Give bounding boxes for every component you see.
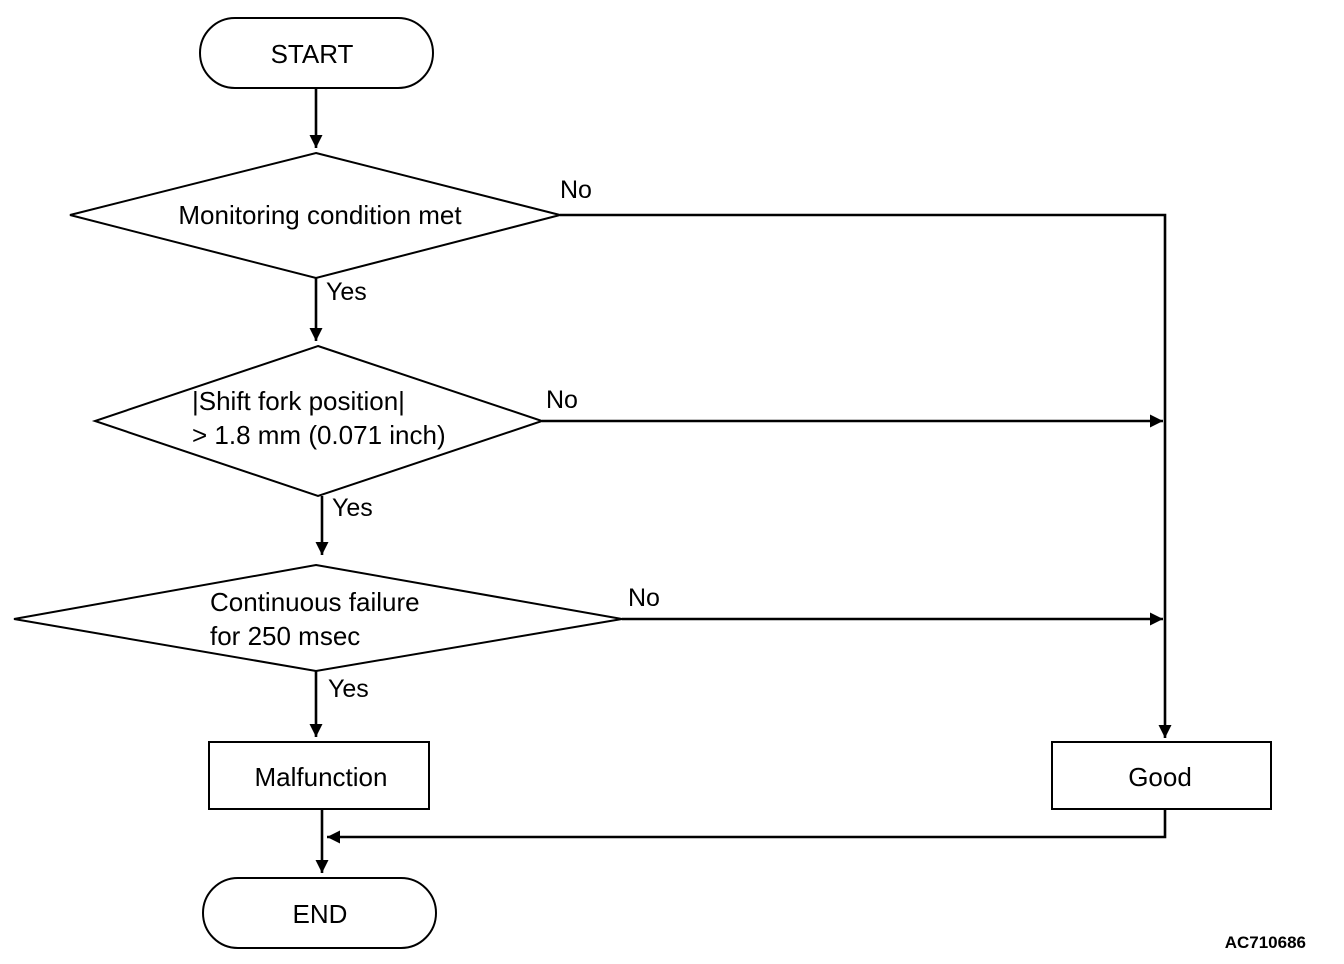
decision-1-no-label: No bbox=[560, 176, 592, 204]
decision-3-text-line-2: for 250 msec bbox=[210, 621, 360, 651]
decision-continuous-failure: Continuous failure for 250 msec bbox=[13, 563, 623, 673]
decision-3-yes-label: Yes bbox=[328, 675, 369, 703]
figure-code: AC710686 bbox=[1225, 933, 1306, 952]
decision-1-yes-label: Yes bbox=[326, 278, 367, 306]
good-box: Good bbox=[1051, 741, 1272, 810]
malfunction-label: Malfunction bbox=[255, 762, 388, 792]
good-label: Good bbox=[1128, 762, 1192, 792]
good-return-path bbox=[327, 809, 1167, 844]
start-label: START bbox=[271, 39, 354, 69]
decision-1-text: Monitoring condition met bbox=[178, 200, 462, 230]
decision-3-text-line-1: Continuous failure bbox=[210, 587, 420, 617]
decision-1-no-path bbox=[560, 213, 1172, 738]
decision-2-no-label: No bbox=[546, 386, 578, 414]
decision-monitoring-condition: Monitoring condition met bbox=[69, 151, 561, 280]
start-terminal: START bbox=[199, 17, 434, 89]
decision-2-text-line-2: > 1.8 mm (0.071 inch) bbox=[192, 420, 446, 450]
decision-2-text-line-1: |Shift fork position| bbox=[192, 386, 405, 416]
decision-3-no-label: No bbox=[628, 584, 660, 612]
malfunction-box: Malfunction bbox=[208, 741, 430, 810]
decision-2-yes-label: Yes bbox=[332, 494, 373, 522]
decision-shift-fork-position: |Shift fork position| > 1.8 mm (0.071 in… bbox=[91, 344, 546, 498]
end-terminal: END bbox=[202, 877, 437, 949]
end-label: END bbox=[293, 899, 348, 929]
